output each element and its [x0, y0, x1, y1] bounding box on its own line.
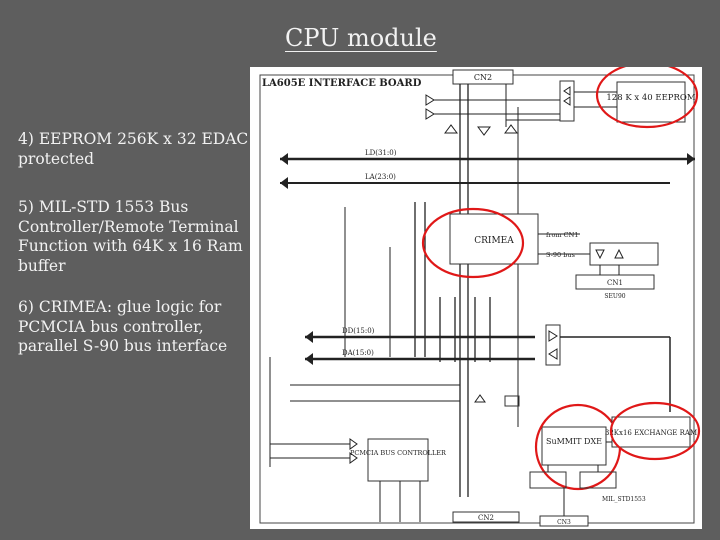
cn-top-label: CN2	[474, 73, 492, 82]
eeprom-block	[616, 81, 686, 123]
pcmcia-block	[367, 438, 429, 482]
s90-label: SEU90	[604, 293, 625, 300]
bus-la-label: LA(23:0)	[365, 173, 396, 181]
bus-dd-label: DD(15:0)	[342, 327, 375, 335]
bullet-eeprom: 4) EEPROM 256K x 32 EDAC protected	[18, 130, 249, 168]
board-outline	[259, 74, 695, 524]
mil-std-label: MIL_STD1553	[602, 496, 646, 503]
cn1-label: CN1	[607, 279, 623, 287]
board-title: LA605E INTERFACE BOARD	[262, 78, 422, 89]
bullet-crimea: 6) CRIMEA: glue logic for PCMCIA bus con…	[18, 298, 228, 355]
crimea-label: CRIMEA	[474, 236, 514, 246]
block-diagram-svg: LA605E INTERFACE BOARD CN2 128 K x 40	[259, 61, 701, 527]
exchange-ram-highlight	[609, 401, 701, 461]
bus-da-label: DA(15:0)	[342, 349, 374, 357]
from-cn1-label: from CN1	[546, 231, 578, 239]
s90-bus-label: S-90 bus	[546, 251, 575, 259]
summit-label: SuMMIT DXE	[546, 437, 602, 446]
summit-block	[541, 426, 607, 466]
cn-top-connector	[452, 69, 514, 85]
bullet-mil-std-1553: 5) MIL-STD 1553 Bus Controller/Remote Te…	[18, 198, 243, 275]
slide-title: CPU module	[285, 24, 437, 52]
eeprom-label: 128 K x 40 EEPROM	[606, 93, 695, 103]
cn-bottom2-label: CN3	[557, 519, 571, 526]
pcmcia-label: PCMCIA BUS CONTROLLER	[350, 449, 447, 457]
crimea-highlight	[421, 207, 525, 279]
bus-ld-label: LD(31:0)	[365, 149, 397, 157]
exchange-ram-label: 32Kx16 EXCHANGE RAM	[605, 429, 697, 437]
cn1-connector	[575, 274, 655, 290]
exchange-ram-block	[611, 416, 691, 448]
interface-board-diagram: LA605E INTERFACE BOARD CN2 128 K x 40	[250, 61, 702, 529]
cn-bottom-connector	[452, 511, 520, 523]
cn-bottom-label: CN2	[478, 514, 494, 522]
